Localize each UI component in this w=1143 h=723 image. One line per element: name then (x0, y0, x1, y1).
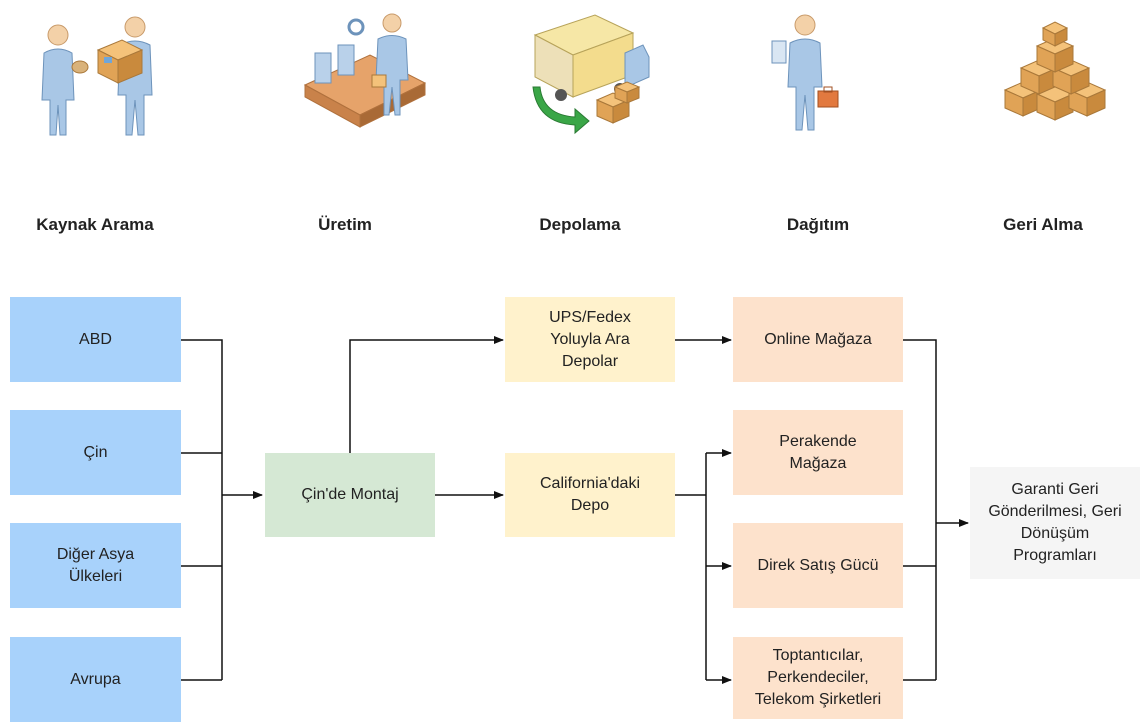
channel-box-online-store: Online Mağaza (733, 297, 903, 382)
source-box-europe: Avrupa (10, 637, 181, 722)
warehouse-box-ups-fedex: UPS/Fedex Yoluyla Ara Depolar (505, 297, 675, 382)
channel-box-direct-sales: Direk Satış Gücü (733, 523, 903, 608)
channel-box-wholesalers: Toptantıcılar, Perkendeciler, Telekom Şi… (733, 637, 903, 719)
stage-label-distribution: Dağıtım (786, 215, 850, 234)
stage-label-storage: Depolama (539, 215, 621, 234)
salesperson-icon (771, 14, 839, 131)
sourcing-people-icon (41, 16, 153, 136)
returns-box: Garanti Geri Gönderilmesi, Geri Dönüşüm … (970, 467, 1140, 579)
source-box-other-asia: Diğer Asya Ülkeleri (10, 523, 181, 608)
delivery-truck-icon (532, 14, 650, 135)
source-box-china: Çin (10, 410, 181, 495)
warehouse-box-california: California'daki Depo (505, 453, 675, 537)
stage-label-sourcing: Kaynak Arama (36, 215, 154, 234)
manufacturing-icon (303, 13, 427, 128)
stacked-boxes-icon (1003, 21, 1107, 121)
stage-label-returns: Geri Alma (1003, 215, 1083, 234)
stage-label-production: Üretim (318, 215, 372, 234)
channel-box-retail-store: Perakende Mağaza (733, 410, 903, 495)
source-box-usa: ABD (10, 297, 181, 382)
assembly-box: Çin'de Montaj (265, 453, 435, 537)
